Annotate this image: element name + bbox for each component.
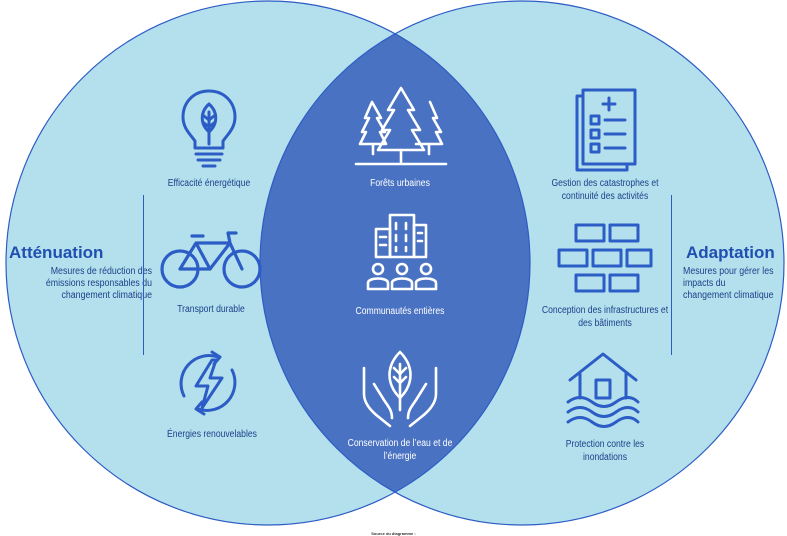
- lightbulb-leaf-icon: [180, 88, 238, 170]
- item-label-transport: Transport durable: [177, 304, 245, 315]
- brick-wall-icon: [556, 222, 654, 294]
- item-label-forets: Forêts urbaines: [370, 178, 430, 189]
- checklist-icon: [573, 86, 639, 172]
- community-icon: [360, 211, 444, 295]
- mitigation-description: Mesures de réduction des émissions respo…: [45, 266, 153, 301]
- item-label-gestion: Gestion des catastrophes et continuité d…: [551, 178, 659, 202]
- item-label-conservation: Conservation de l’eau et de l’énergie: [347, 438, 453, 462]
- flood-house-icon: [566, 350, 640, 430]
- renewable-energy-icon: [172, 348, 244, 418]
- adaptation-title: Adaptation: [686, 243, 775, 262]
- right-divider: [671, 195, 672, 355]
- source-note: Source du diagramme :: [371, 531, 416, 536]
- adaptation-description: Mesures pour gérer les impacts du change…: [683, 266, 774, 301]
- item-label-conception: Conception des infrastructures et des bâ…: [541, 305, 669, 329]
- item-label-energies: Énergies renouvelables: [167, 429, 257, 440]
- overlap-region: [260, 1, 530, 525]
- item-label-efficacite: Efficacité énergétique: [167, 178, 251, 189]
- mitigation-title: Atténuation: [9, 243, 104, 262]
- bicycle-icon: [160, 228, 262, 290]
- hands-leaf-icon: [358, 348, 442, 430]
- item-label-communautes: Communautés entières: [355, 306, 445, 317]
- left-divider: [143, 195, 144, 355]
- item-label-protection: Protection contre les inondations: [565, 439, 645, 463]
- forest-icon: [354, 84, 448, 168]
